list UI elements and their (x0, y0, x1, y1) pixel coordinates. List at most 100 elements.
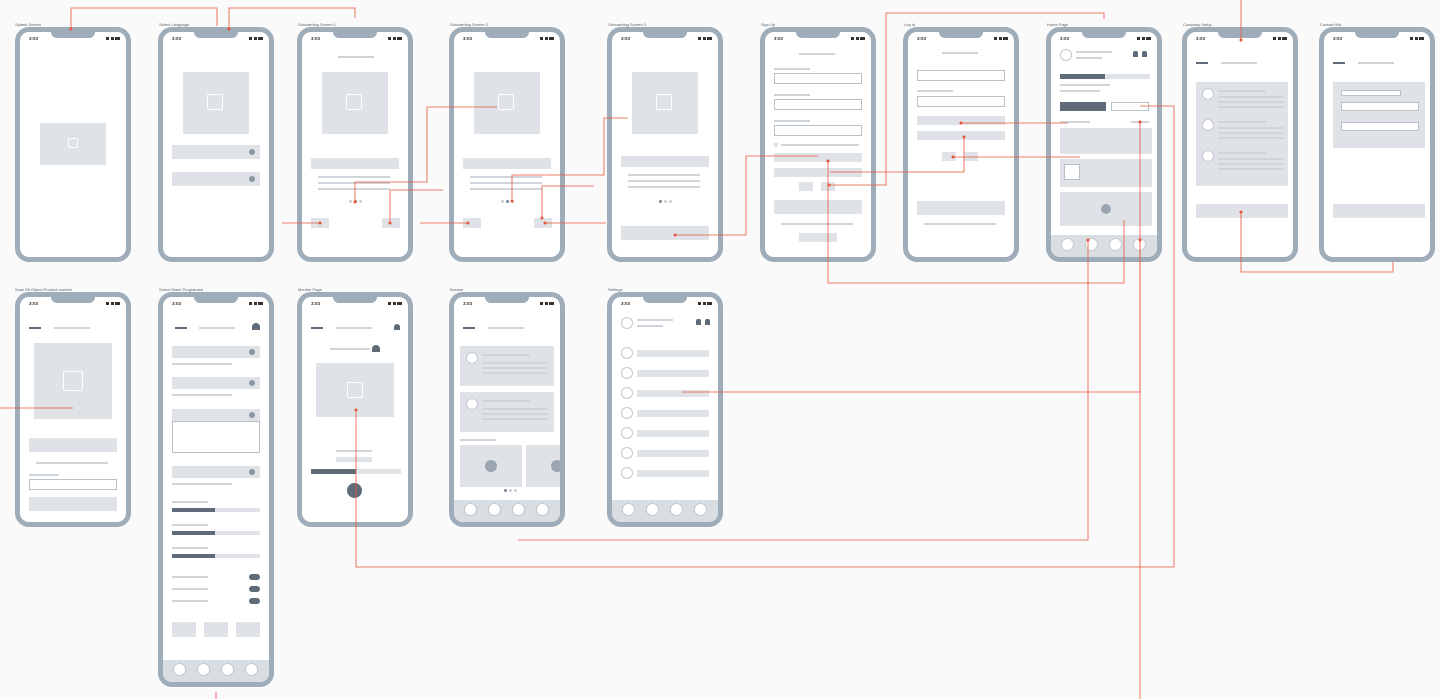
heart-icon[interactable] (252, 323, 260, 330)
image-placeholder (183, 72, 249, 134)
login-button[interactable] (917, 116, 1005, 125)
programme-option[interactable] (172, 409, 260, 421)
screen-label-wash: Select Wash Programme (159, 287, 204, 292)
play-icon[interactable] (551, 460, 560, 472)
submit-button[interactable] (29, 497, 117, 511)
settings-item[interactable] (637, 350, 709, 357)
social-icon-button[interactable] (799, 182, 813, 191)
social-button[interactable] (917, 131, 1005, 140)
phone-onboarding-2: 3:03 (449, 27, 565, 262)
screen-label-signup: Sign Up (761, 22, 776, 27)
programme-option[interactable] (172, 346, 260, 358)
terms-checkbox[interactable] (774, 143, 778, 147)
slider[interactable] (172, 554, 260, 558)
bell-icon[interactable] (705, 319, 710, 325)
submit-button[interactable] (1333, 204, 1425, 218)
settings-item[interactable] (637, 410, 709, 417)
back-arrow-icon[interactable] (311, 327, 323, 329)
video-card[interactable] (460, 445, 522, 487)
language-option[interactable] (172, 172, 260, 186)
name-field[interactable] (774, 73, 862, 84)
tab-item[interactable] (1133, 238, 1146, 251)
next-button[interactable] (534, 218, 552, 228)
phone-language: 3:03 (158, 27, 274, 262)
video-card[interactable] (526, 445, 560, 487)
toggle[interactable] (249, 574, 260, 580)
status-time: 3:03 (311, 301, 321, 306)
back-arrow-icon[interactable] (175, 327, 187, 329)
password-field[interactable] (774, 125, 862, 136)
bell-icon[interactable] (394, 324, 400, 330)
tab-item[interactable] (1109, 238, 1122, 251)
back-arrow-icon[interactable] (1196, 62, 1208, 64)
card[interactable] (1060, 128, 1152, 154)
bell-icon[interactable] (1133, 51, 1138, 57)
screen-label-monitor: Monitor Page (298, 287, 322, 292)
toggle[interactable] (249, 586, 260, 592)
social-button[interactable] (774, 168, 862, 177)
image-placeholder (474, 72, 540, 134)
back-arrow-icon[interactable] (29, 327, 41, 329)
social-icon-button[interactable] (942, 152, 956, 161)
screen-label-contact: Contact Wiz (1320, 22, 1342, 27)
bell-icon[interactable] (1142, 51, 1147, 57)
back-button[interactable] (463, 218, 481, 228)
email-field[interactable] (774, 99, 862, 110)
card[interactable] (1060, 159, 1152, 187)
status-time: 3:03 (774, 36, 784, 41)
password-field[interactable] (917, 96, 1005, 107)
connector-company-contact (1240, 212, 1394, 273)
avatar[interactable] (621, 317, 633, 329)
image-icon (347, 382, 363, 398)
scan-button[interactable] (29, 438, 117, 452)
get-started-button[interactable] (621, 226, 709, 240)
signup-button[interactable] (774, 153, 862, 162)
settings-item[interactable] (637, 470, 709, 477)
connector-onb1-onb2-top (354, 106, 497, 202)
programme-option[interactable] (172, 466, 260, 478)
back-arrow-icon[interactable] (1333, 62, 1345, 64)
status-time: 3:03 (311, 36, 321, 41)
play-icon[interactable] (1101, 204, 1111, 214)
connector-login-signup (830, 137, 965, 173)
image-icon (68, 138, 78, 148)
phone-scan: 3:03 (15, 292, 131, 527)
product-number-field[interactable] (29, 479, 117, 490)
status-time: 3:03 (1196, 36, 1206, 41)
tab-bar (454, 500, 560, 522)
article-card[interactable] (460, 392, 554, 432)
phone-contact: 3:03 (1319, 27, 1435, 262)
bell-icon[interactable] (696, 319, 701, 325)
screen-label-onboarding-2: Onboarding Screen 2 (450, 22, 489, 27)
back-arrow-icon[interactable] (463, 327, 475, 329)
primary-button[interactable] (1060, 102, 1106, 111)
connector-signup-bottom (827, 161, 1125, 284)
programme-option[interactable] (172, 377, 260, 389)
login-link[interactable] (799, 233, 837, 242)
settings-item[interactable] (637, 430, 709, 437)
tab-item[interactable] (1061, 238, 1074, 251)
pause-icon[interactable] (347, 483, 362, 498)
company-list (1196, 82, 1288, 186)
connector-onb2-next (541, 185, 594, 218)
play-icon[interactable] (485, 460, 497, 472)
status-time: 3:03 (463, 36, 473, 41)
article-card[interactable] (460, 346, 554, 386)
video-card[interactable] (1060, 192, 1152, 226)
language-option[interactable] (172, 145, 260, 159)
avatar[interactable] (1060, 49, 1072, 61)
settings-item[interactable] (637, 370, 709, 377)
settings-item[interactable] (637, 450, 709, 457)
email-field[interactable] (917, 70, 1005, 81)
image-placeholder (322, 72, 388, 134)
toggle[interactable] (249, 598, 260, 604)
heart-icon[interactable] (372, 345, 380, 352)
settings-item[interactable] (637, 390, 709, 397)
slider[interactable] (172, 531, 260, 535)
slider[interactable] (172, 508, 260, 512)
secondary-button[interactable] (1111, 102, 1149, 111)
phone-login: 3:03 (903, 27, 1019, 262)
status-time: 3:03 (463, 301, 473, 306)
social-icon-button[interactable] (964, 152, 978, 161)
